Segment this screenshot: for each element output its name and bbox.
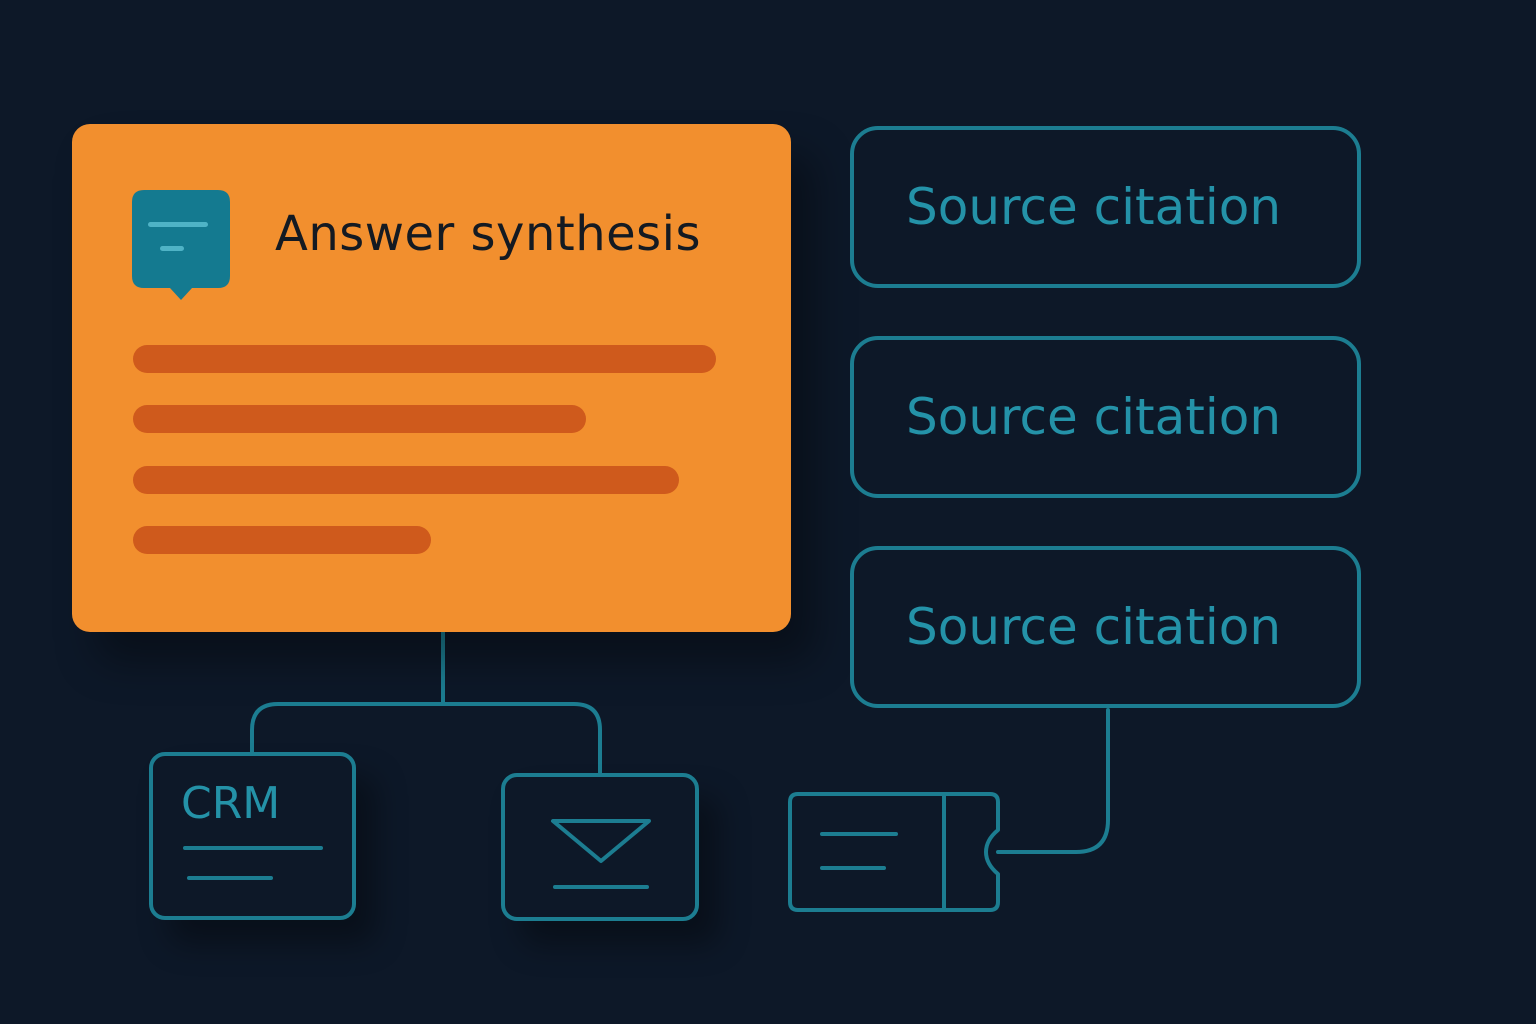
text-placeholder-bar [133,345,716,373]
source-citation-box[interactable]: Source citation [850,546,1361,708]
card-title: Answer synthesis [275,206,702,262]
crm-label: CRM [181,778,281,829]
crm-text-line [187,876,273,880]
source-citation-box[interactable]: Source citation [850,126,1361,288]
text-placeholder-bar [133,405,586,433]
crm-source-box[interactable]: CRM [149,752,356,920]
chat-bubble-icon [132,190,230,300]
source-citation-box[interactable]: Source citation [850,336,1361,498]
answer-synthesis-card[interactable]: Answer synthesis [72,124,791,632]
envelope-icon [551,819,651,889]
citation-label: Source citation [906,598,1282,656]
connector-branch [250,702,602,775]
ticket-icon[interactable] [786,790,1006,914]
crm-text-line [183,846,323,850]
citation-label: Source citation [906,178,1282,236]
citation-label: Source citation [906,388,1282,446]
text-placeholder-bar [133,526,431,554]
connector-citation-to-ticket [996,708,1110,854]
text-placeholder-bar [133,466,679,494]
email-source-box[interactable] [501,773,699,921]
